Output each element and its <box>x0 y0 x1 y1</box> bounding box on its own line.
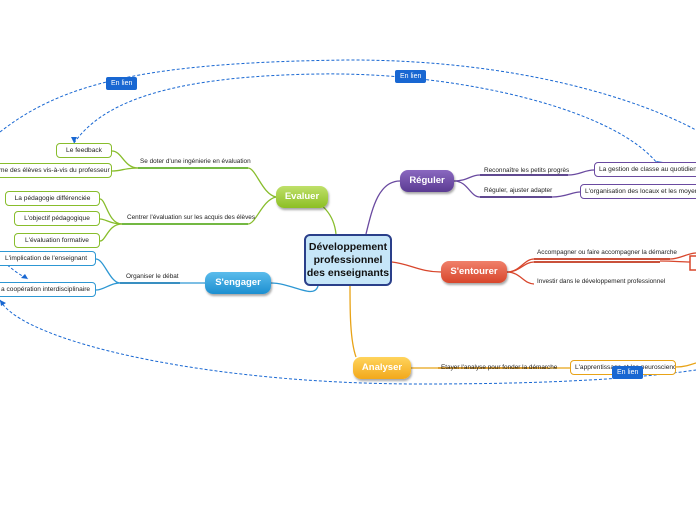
relation-label-top-left[interactable]: En lien <box>106 77 138 90</box>
relation-label-top-right[interactable]: En lien <box>395 70 427 83</box>
central-line-1: Développement <box>308 241 388 253</box>
relation-label-bottom-right[interactable]: En lien <box>612 366 644 379</box>
subtopic-progres[interactable]: Reconnaître les petits progrès <box>484 167 570 174</box>
subtopic-ajuster[interactable]: Réguler, ajuster adapter <box>484 187 553 194</box>
offscreen-red-leaf <box>689 255 696 271</box>
subtopic-etayer[interactable]: Etayer l'analyse pour fonder la démarche <box>441 364 558 371</box>
leaf-gestion-classe[interactable]: La gestion de classe au quotidien <box>594 162 696 177</box>
central-line-3: des enseignants <box>306 267 390 279</box>
central-line-2: professionnel <box>313 254 383 266</box>
leaf-organisation-locaux[interactable]: L'organisation des locaux et les moyens <box>580 184 696 199</box>
branch-evaluer[interactable]: Evaluer <box>276 186 328 208</box>
branch-analyser[interactable]: Analyser <box>353 357 411 379</box>
leaf-evaluation-formative[interactable]: L'évaluation formative <box>14 233 100 248</box>
central-topic[interactable]: Développement professionnel des enseigna… <box>304 234 392 286</box>
subtopic-accompagner[interactable]: Accompagner ou faire accompagner la déma… <box>537 249 677 256</box>
branch-reguler[interactable]: Réguler <box>400 170 454 192</box>
subtopic-investir[interactable]: Investir dans le développement professio… <box>537 278 666 285</box>
leaf-vis-a-vis[interactable]: me des élèves vis-à-vis du professeur <box>0 163 112 178</box>
subtopic-debat[interactable]: Organiser le débat <box>126 273 179 280</box>
leaf-pedagogie-differenciee[interactable]: La pédagogie différenciée <box>5 191 100 206</box>
leaf-feedback[interactable]: Le feedback <box>56 143 112 158</box>
leaf-objectif-pedagogique[interactable]: L'objectif pédagogique <box>14 211 100 226</box>
subtopic-acquis[interactable]: Centrer l'évaluation sur les acquis des … <box>127 214 256 221</box>
leaf-cooperation[interactable]: a coopération interdisciplinaire <box>0 282 96 297</box>
branch-engager[interactable]: S'engager <box>205 272 271 294</box>
subtopic-ingenierie[interactable]: Se doter d'une ingénierie en évaluation <box>140 158 251 165</box>
leaf-implication[interactable]: L'implication de l'enseignant <box>0 251 96 266</box>
branch-entourer[interactable]: S'entourer <box>441 261 507 283</box>
